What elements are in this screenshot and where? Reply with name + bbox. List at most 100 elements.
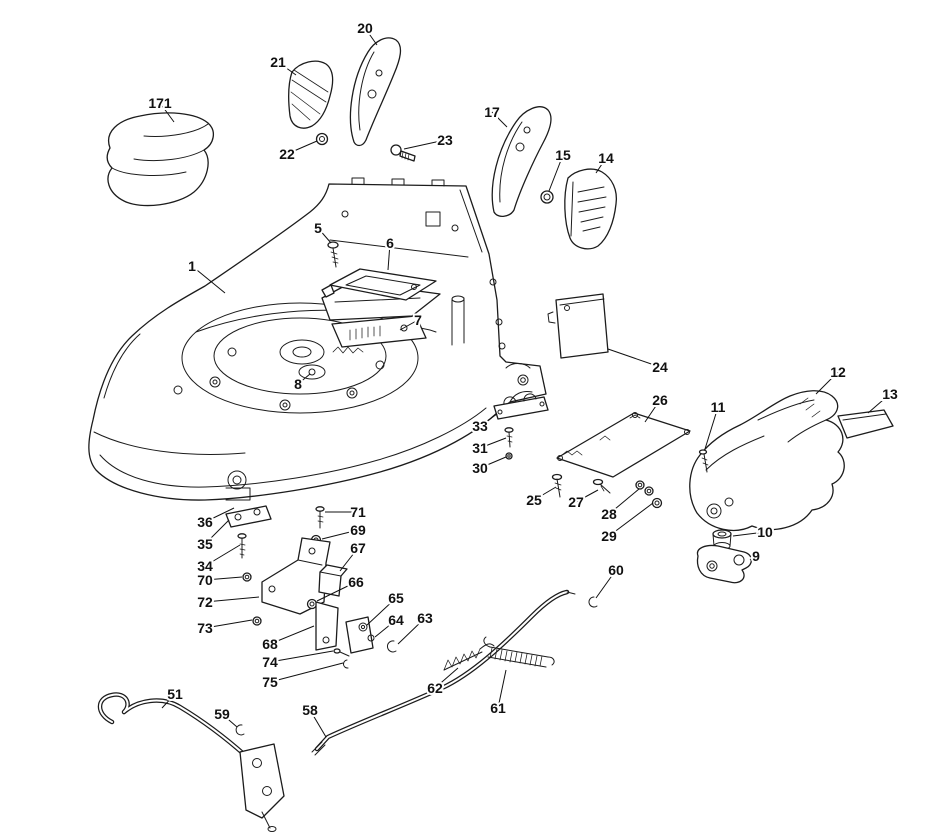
leader-line-24 [607,348,661,368]
part-label-30: 30 [472,460,488,476]
part-label-63: 63 [417,610,433,626]
leader-line-1 [191,265,226,294]
part-35-plate [225,505,272,528]
part-label-8: 8 [294,376,302,392]
leader-line-12 [815,371,839,395]
part-20-handle-bracket [349,37,402,147]
part-label-35: 35 [197,536,213,552]
part-label-59: 59 [214,706,230,722]
part-59-clip [235,724,245,736]
part-label-23: 23 [437,132,453,148]
part-27-screw [592,478,611,494]
part-label-72: 72 [197,594,213,610]
leader-line-73 [204,619,253,629]
part-67-block [318,564,348,597]
part-label-29: 29 [601,528,617,544]
leader-line-30 [479,456,507,469]
part-label-6: 6 [386,235,394,251]
part-label-70: 70 [197,572,213,588]
leader-line-31 [479,437,507,449]
part-17-handle-bracket [491,106,552,217]
leader-line-9 [749,555,757,561]
part-62-toothed-rack [443,643,495,671]
part-label-11: 11 [711,399,726,415]
part-12-rear-housing [689,390,845,532]
leader-line-14 [595,157,607,174]
part-75-clip [343,659,349,669]
leader-line-7 [399,319,419,331]
part-171-front-cover [106,112,214,207]
part-label-61: 61 [490,700,506,716]
part-65-64-plate-washers [345,616,375,654]
part-label-69: 69 [350,522,366,538]
leader-line-75 [269,662,344,683]
part-66-bushing [306,598,318,610]
leader-line-29 [608,502,654,537]
part-label-20: 20 [357,20,373,36]
part-label-60: 60 [608,562,624,578]
leader-line-8 [297,373,311,385]
leader-line-60 [595,569,617,599]
part-label-12: 12 [830,364,846,380]
leader-line-69 [321,529,359,540]
part-label-65: 65 [388,590,404,606]
part-label-17: 17 [484,104,500,120]
part-74-screw [333,648,350,657]
part-label-75: 75 [262,674,278,690]
part-label-62: 62 [427,680,443,696]
part-label-10: 10 [757,524,773,540]
part-22-nut [315,132,329,146]
leader-line-15 [548,154,564,192]
leader-line-10 [732,531,766,537]
leader-line-72 [204,596,260,603]
part-label-24: 24 [652,359,668,375]
part-14-vented-cover [564,168,618,250]
part-34-screw [237,533,247,559]
part-label-22: 22 [279,146,295,162]
leader-line-68 [269,625,315,645]
part-71-screw [315,506,325,529]
leader-line-36 [204,507,235,523]
part-label-66: 66 [348,574,364,590]
part-label-34: 34 [197,558,213,574]
part-label-7: 7 [414,312,422,328]
leader-line-21 [277,61,297,76]
leader-line-25 [533,486,557,501]
leader-line-34 [204,544,241,567]
leader-line-59 [221,713,238,728]
part-26-guard-sheet [556,412,691,478]
part-63-clip [387,640,397,653]
part-label-64: 64 [388,612,404,628]
part-label-21: 21 [270,54,286,70]
part-label-58: 58 [302,702,318,718]
leader-line-171 [159,102,175,123]
part-label-28: 28 [601,506,617,522]
part-73-nut [252,616,262,626]
part-label-68: 68 [262,636,278,652]
part-1-deck [88,177,547,501]
part-label-5: 5 [314,220,322,236]
part-label-74: 74 [262,654,278,670]
leader-line-61 [497,669,507,709]
leader-line-35 [204,519,230,545]
leader-line-63 [397,617,426,645]
leader-line-51 [161,693,176,709]
part-51-cable-assembly [97,692,285,832]
part-7-mounting-plate [331,315,427,348]
leader-line-5 [317,227,332,244]
leader-line-13 [867,393,891,414]
part-label-9: 9 [752,548,760,564]
leader-line-23 [403,139,446,150]
part-label-31: 31 [472,440,488,456]
part-label-36: 36 [197,514,213,530]
leader-line-65 [366,597,397,626]
part-13-flat-plate [837,409,894,439]
part-label-73: 73 [197,620,213,636]
part-33-clamp-bracket [493,393,549,420]
leader-line-62 [434,667,459,689]
part-11-screw [698,449,709,473]
part-68-bracket [315,601,339,651]
part-61-spring [483,636,555,668]
